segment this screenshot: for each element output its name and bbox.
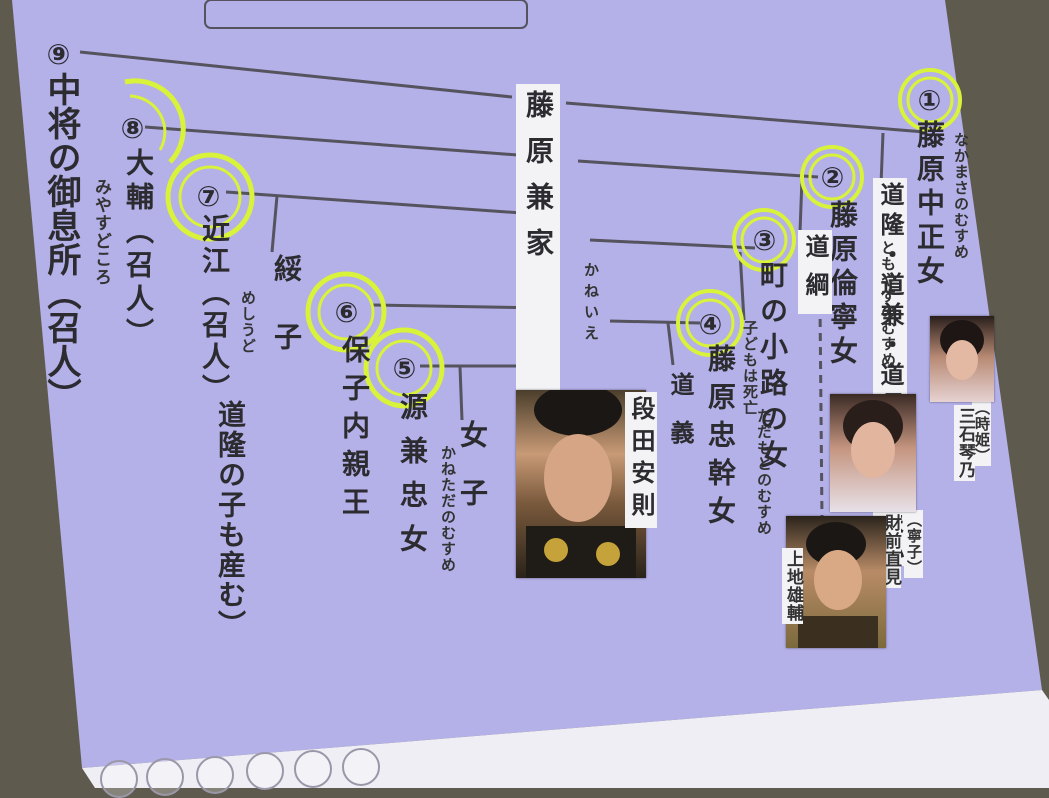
member-5-num: ⑤	[388, 352, 421, 387]
member-7-num: ⑦	[192, 180, 225, 215]
member-2-name: 藤原倫寧女	[826, 200, 859, 370]
member-2-reading: ともやすのむすめ	[879, 240, 897, 368]
root-reading: かねいえ	[582, 262, 600, 346]
actor-portrait-icon	[940, 320, 984, 380]
member-5-reading: かねただのむすめ	[439, 445, 457, 573]
pen-icon[interactable]	[196, 756, 234, 794]
actor-label-3: 上地雄輔	[782, 548, 803, 624]
actor-photo-1	[930, 316, 994, 402]
member-3-name: 町の小路の女	[756, 260, 789, 476]
member-7-reading: めしうど	[239, 290, 257, 354]
back-button[interactable]	[146, 758, 184, 796]
member-1-name: 藤原中正女	[913, 120, 946, 290]
actor-photo-2	[830, 394, 916, 512]
member-4-children: 道義	[666, 372, 694, 468]
member-9-name: 中将の御息所（召人）	[41, 72, 81, 412]
actor-photo-root	[516, 384, 646, 578]
member-1-reading: なかまさのむすめ	[952, 132, 970, 260]
member-7-name: 近江（召人）	[198, 214, 231, 406]
member-1-role: （時姫）	[972, 398, 991, 466]
member-4-name: 藤原忠幹女	[704, 344, 737, 534]
member-7-note: 道隆の子も産む）	[214, 400, 247, 640]
member-5-children: 女子	[456, 420, 489, 536]
actor-portrait-icon	[798, 522, 878, 648]
member-7-children: 綏子	[270, 254, 303, 390]
more-icon[interactable]	[342, 748, 380, 786]
prev-button[interactable]	[100, 760, 138, 798]
member-8-num: ⑧	[116, 112, 149, 147]
member-3-note: 子どもは死亡	[741, 320, 759, 416]
actor-portrait-icon	[843, 400, 903, 478]
member-6-name: 保子内親王	[338, 335, 371, 525]
member-9-num: ⑨	[42, 38, 75, 73]
member-3-num: ③	[748, 224, 781, 259]
member-1-num: ①	[913, 84, 946, 119]
root-name: 藤原兼家	[516, 84, 560, 396]
actor-label-root: 段田安則	[625, 392, 657, 528]
member-6-num: ⑥	[330, 296, 363, 331]
member-1-actor: 三石琴乃	[954, 405, 975, 481]
member-4-reading: ただもとのむすめ	[755, 408, 773, 536]
member-2-children: 道綱	[798, 230, 832, 314]
member-9-reading: みやすどころ	[91, 178, 111, 286]
member-4-num: ④	[694, 308, 727, 343]
member-5-name: 源兼忠女	[396, 392, 429, 568]
actor-portrait-icon	[526, 384, 636, 578]
member-2-num: ②	[816, 161, 849, 196]
member-2-role: （寧子）	[904, 510, 923, 578]
member-8-name: 大輔（召人）	[122, 148, 155, 352]
slides-icon[interactable]	[246, 752, 284, 790]
zoom-icon[interactable]	[294, 750, 332, 788]
